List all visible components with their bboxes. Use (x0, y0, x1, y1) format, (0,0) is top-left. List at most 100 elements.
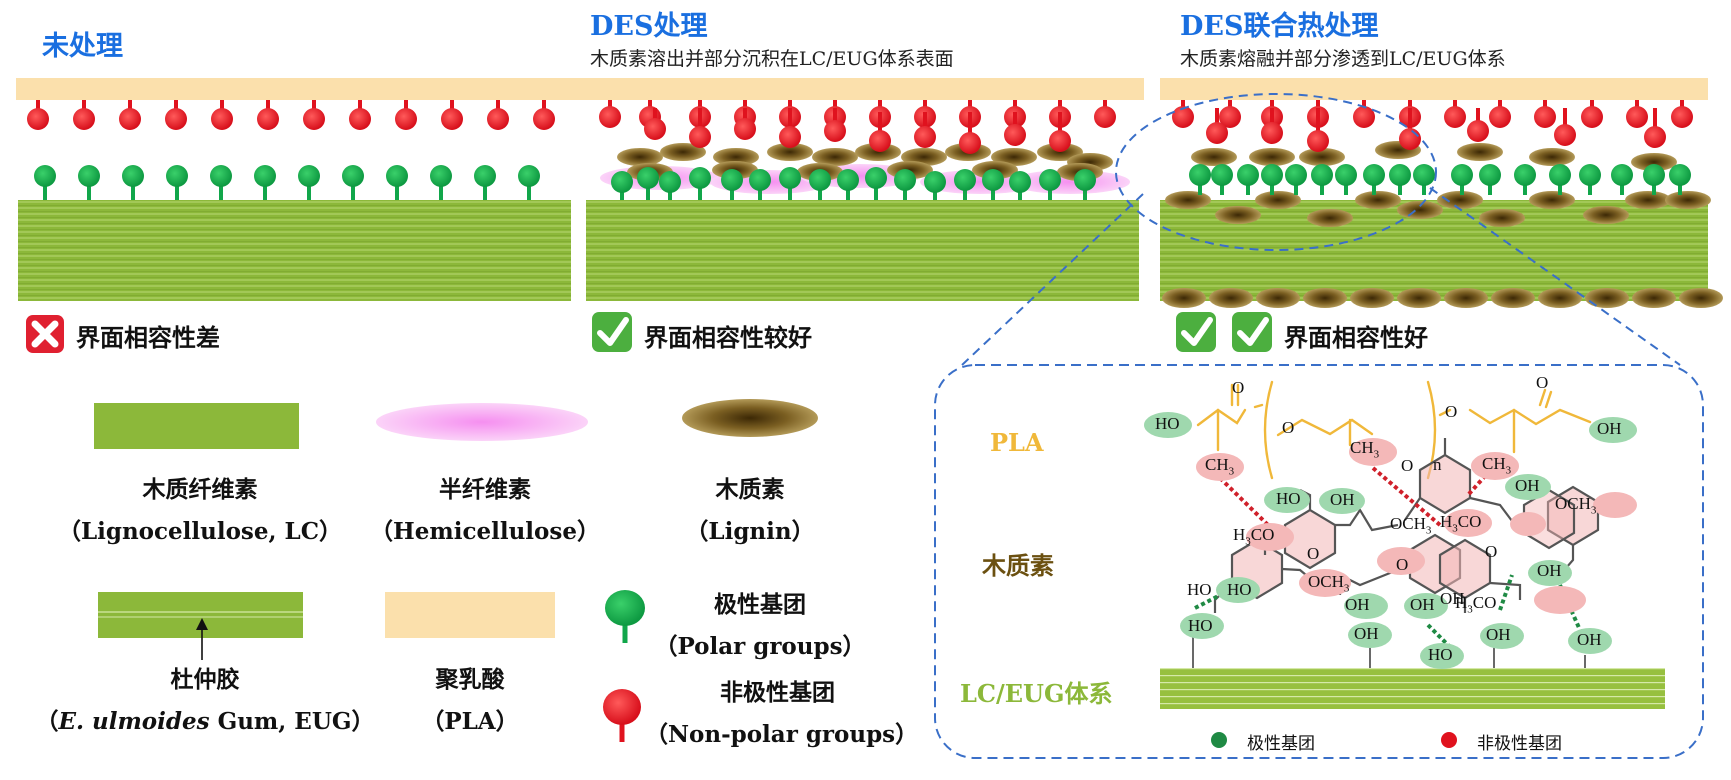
nonpolar-group-icon (303, 100, 325, 130)
zoom-circle (1115, 93, 1437, 251)
polar-group-icon (518, 165, 540, 200)
group-bubble (1505, 474, 1551, 500)
panel-caption-des: 木质素溶出并部分沉积在LC/EUG体系表面 (590, 48, 954, 70)
panel-des-heat (961, 78, 1723, 366)
lignin-particle (1191, 148, 1237, 166)
polar-group-icon (1211, 164, 1233, 195)
lignin-particle (767, 143, 813, 161)
nonpolar-group-icon (599, 100, 621, 128)
lignin-particle (1165, 191, 1211, 209)
polar-group-icon (78, 165, 100, 200)
group-bubble (1593, 492, 1637, 518)
detail-legend-polar: 极性基团 (1247, 734, 1315, 754)
nonpolar-group-icon (349, 100, 371, 130)
polar-group-icon (1285, 164, 1307, 195)
zoom-line-left (961, 193, 1144, 366)
nonpolar-group-icon (1444, 100, 1466, 128)
group-bubble (1420, 643, 1464, 669)
nonpolar-group-icon (914, 112, 936, 148)
polar-group-icon (1009, 171, 1031, 200)
nonpolar-group-icon (1206, 108, 1228, 144)
group-bubble (1444, 509, 1492, 537)
polar-group-icon (689, 167, 711, 200)
group-bubble (1510, 512, 1546, 536)
nonpolar-group-icon (1172, 100, 1194, 128)
chem-label: HO (1155, 414, 1180, 433)
legend-nonpolar-text: 非极性基团 （Non-polar groups） (645, 679, 919, 748)
polar-group-icon (386, 165, 408, 200)
nonpolar-group-icon (257, 100, 279, 130)
chem-label: H3CO (1455, 593, 1497, 616)
nonpolar-group-icon (869, 112, 891, 152)
legend-polar-pin (605, 590, 645, 643)
nonpolar-group-row (27, 100, 555, 130)
group-bubble (1377, 547, 1425, 575)
group-bubble (1568, 628, 1612, 654)
chem-label: H3CO (1440, 512, 1482, 535)
nonpolar-group-icon (1219, 100, 1241, 128)
lignin-particle (855, 143, 901, 161)
polar-group-icon (474, 165, 496, 200)
polar-group-icon (166, 165, 188, 200)
compat-label-des: 界面相容性较好 (644, 323, 812, 352)
pla-band (16, 78, 595, 100)
panel-title-untreated: 未处理 (42, 31, 123, 62)
panel-title-des-heat: DES联合热处理 (1180, 11, 1379, 42)
nonpolar-group-icon (1307, 108, 1329, 152)
polar-group-icon (954, 169, 976, 200)
polar-group-row (611, 167, 1096, 200)
chem-label: O (1396, 555, 1409, 574)
nonpolar-group-icon (1581, 100, 1603, 128)
polar-group-icon (1611, 164, 1633, 195)
panel-untreated (16, 78, 595, 301)
lignin-particle (1529, 191, 1575, 209)
nonpolar-group-icon (487, 100, 509, 130)
cross-icon (26, 315, 64, 353)
detail-lc-eug-block (1160, 668, 1665, 709)
lignin-particle (1585, 288, 1629, 308)
compat-label-des-heat: 界面相容性好 (1284, 323, 1428, 352)
nonpolar-group-icon (1644, 108, 1666, 148)
group-bubble (1349, 438, 1397, 466)
detail-label-pla: PLA (990, 428, 1044, 457)
zoom-line-right (1429, 187, 1681, 366)
polar-group-icon (1261, 164, 1283, 195)
check-icon (1176, 312, 1216, 352)
chem-label: OH (1330, 490, 1355, 509)
legend-lignin-swatch (682, 399, 818, 437)
nonpolar-group-row (599, 100, 1116, 154)
nonpolar-group-icon (689, 108, 711, 148)
lignin-particle (1249, 148, 1295, 166)
nonpolar-group-icon (533, 100, 555, 130)
lignin-particle (1491, 288, 1535, 308)
polar-group-icon (611, 171, 633, 200)
chem-label: OH (1577, 630, 1602, 649)
lignin-particle (1529, 148, 1575, 166)
legend-lc-swatch (94, 403, 299, 449)
chem-label: O (1445, 402, 1458, 421)
nonpolar-group-row (1172, 100, 1693, 152)
group-bubble (1534, 586, 1586, 614)
group-bubble (1319, 488, 1365, 514)
group-bubble (1180, 613, 1224, 639)
lignin-particle (1665, 191, 1711, 209)
group-bubble (1471, 452, 1519, 480)
panel-caption-des-heat: 木质素熔融并部分渗透到LC/EUG体系 (1180, 48, 1506, 70)
lignin-particle (1437, 191, 1483, 209)
polar-group-icon (924, 171, 946, 200)
polar-group-icon (1549, 164, 1571, 195)
legend-eug-swatch (98, 592, 303, 660)
polar-group-icon (122, 165, 144, 200)
lc-block (586, 200, 1139, 301)
lignin-particle (1256, 288, 1300, 308)
nonpolar-group-icon (824, 108, 846, 142)
chem-label: O (1536, 373, 1549, 392)
legend-lignin-text: 木质素 （Lignin） (685, 476, 815, 545)
nonpolar-group-icon (27, 100, 49, 130)
chem-label: OCH3 (1308, 572, 1350, 595)
legend-nonpolar-pin (603, 689, 641, 742)
polar-group-icon (894, 169, 916, 200)
lignin-particle (812, 148, 858, 166)
lignin-particle (1303, 288, 1347, 308)
